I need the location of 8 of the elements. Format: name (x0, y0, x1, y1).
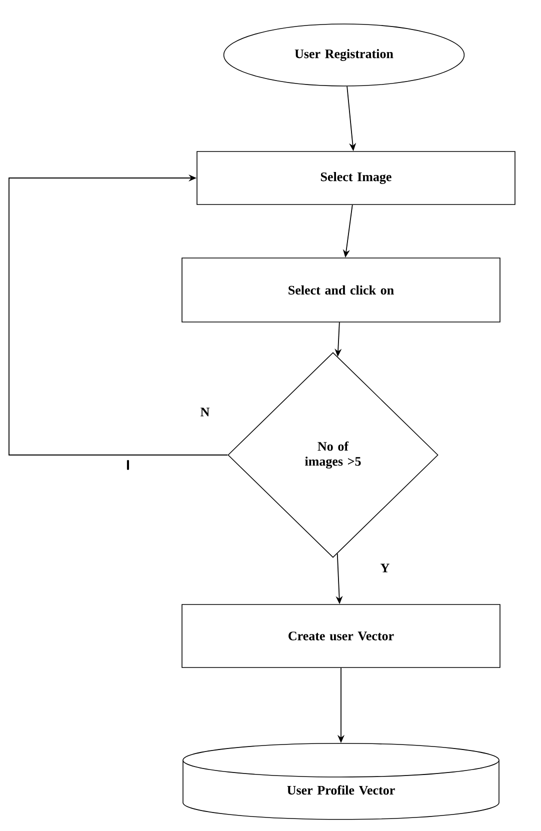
edge-label: Y (379, 562, 391, 574)
process-box: Create user Vector (182, 604, 500, 668)
database-cylinder: User Profile Vector (182, 743, 500, 820)
process-box: Select Image (196, 151, 516, 205)
arrow (8, 174, 228, 456)
note-text: I (126, 460, 130, 470)
process-box: Select and click on (182, 258, 500, 322)
edge-label: N (199, 406, 211, 418)
